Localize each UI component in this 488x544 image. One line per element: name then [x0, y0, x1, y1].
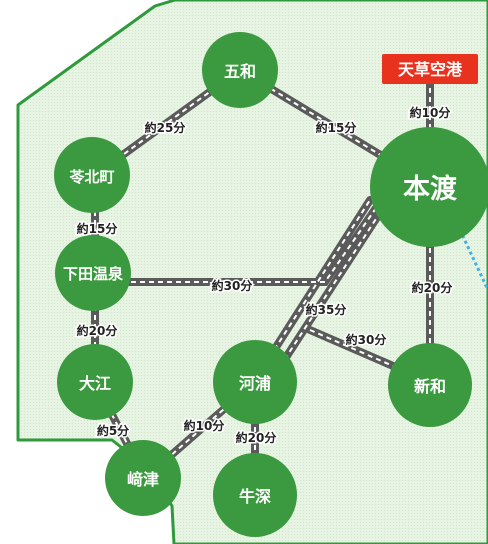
node-shinwa[interactable]: 新和: [388, 343, 472, 427]
node-label: 牛深: [239, 487, 271, 506]
node-shimoda[interactable]: 下田温泉: [55, 235, 131, 311]
node-hondo[interactable]: 本渡: [370, 127, 488, 247]
node-gowa[interactable]: 五和: [202, 32, 278, 108]
node-label: 大江: [79, 374, 111, 393]
airport-badge[interactable]: 天草空港: [382, 54, 478, 84]
node-ushibuka[interactable]: 牛深: [213, 453, 297, 537]
node-label: 苓北町: [68, 168, 114, 186]
time-label: 約20分: [77, 323, 118, 338]
node-label: 﨑津: [127, 470, 159, 489]
time-label: 約35分: [306, 302, 347, 317]
node-label: 五和: [224, 62, 256, 81]
sea-route: [458, 229, 488, 291]
node-label: 新和: [414, 377, 446, 396]
time-label: 約30分: [212, 278, 253, 293]
time-label: 約15分: [316, 120, 357, 135]
time-label: 約25分: [145, 120, 186, 135]
time-label: 約10分: [184, 418, 225, 433]
time-label: 約10分: [410, 105, 451, 120]
time-label: 約5分: [97, 423, 129, 438]
island-area: [16, 0, 488, 544]
time-label: 約20分: [236, 430, 277, 445]
time-label: 約15分: [77, 221, 118, 236]
node-reihoku[interactable]: 苓北町: [54, 137, 130, 213]
time-label: 約30分: [346, 332, 387, 347]
node-label: 本渡: [403, 173, 458, 205]
node-oe[interactable]: 大江: [57, 344, 133, 420]
node-label: 下田温泉: [63, 265, 124, 283]
node-label: 河浦: [239, 374, 271, 393]
airport-label: 天草空港: [398, 60, 463, 79]
time-label: 約20分: [412, 280, 453, 295]
node-sakitsu[interactable]: 﨑津: [105, 440, 181, 516]
node-kawaura[interactable]: 河浦: [213, 340, 297, 424]
